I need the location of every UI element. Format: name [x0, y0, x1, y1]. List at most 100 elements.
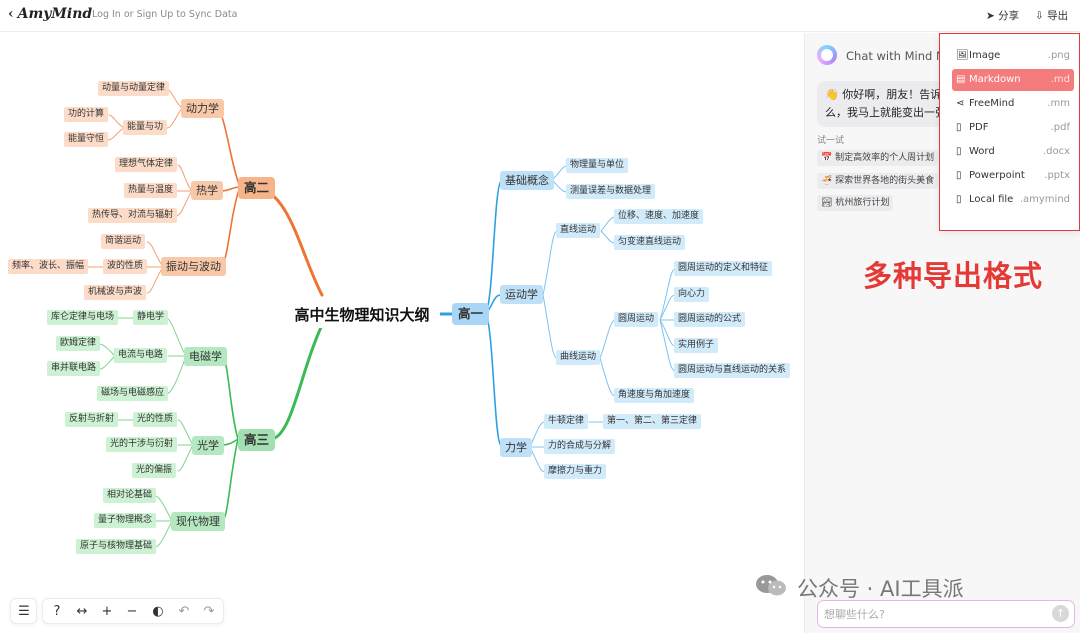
node-shiyong[interactable]: 实用例子 [674, 338, 719, 353]
login-link[interactable]: Log In or Sign Up to Sync Data [92, 9, 238, 20]
node-gaoer[interactable]: 高二 [238, 177, 276, 199]
node-reliang[interactable]: 热量与温度 [124, 183, 178, 198]
node-xiangxin[interactable]: 向心力 [674, 287, 710, 302]
suggestion-text: 探索世界各地的街头美食 [835, 176, 935, 186]
node-cichang[interactable]: 磁场与电磁感应 [97, 386, 169, 401]
node-dianliu[interactable]: 电流与电路 [114, 348, 168, 363]
chat-title: Chat with Mind Map [846, 49, 961, 63]
menu-label: Word [969, 146, 995, 157]
back-icon[interactable]: ‹ [8, 6, 14, 22]
node-quxian[interactable]: 曲线运动 [556, 350, 601, 365]
brand[interactable]: ‹AmyMind [8, 6, 92, 22]
node-yz-dingyi[interactable]: 圆周运动的定义和特征 [674, 261, 773, 276]
export-freemind[interactable]: ⋖ FreeMind .mm [952, 93, 1074, 115]
fit-icon[interactable]: ↔ [76, 604, 88, 619]
node-yundong[interactable]: 运动学 [500, 285, 543, 304]
node-chuanbing[interactable]: 串并联电路 [47, 361, 101, 376]
node-guang[interactable]: 光学 [192, 436, 224, 455]
export-word[interactable]: ▯ Word .docx [952, 141, 1074, 163]
menu-ext: .pdf [1050, 122, 1070, 133]
zoom-in-icon[interactable]: + [101, 604, 113, 619]
node-zhixian[interactable]: 直线运动 [556, 223, 601, 238]
node-gaosan[interactable]: 高三 [238, 429, 276, 451]
node-zhendong[interactable]: 振动与波动 [161, 257, 226, 276]
node-sanlv[interactable]: 第一、第二、第三定律 [603, 414, 702, 429]
node-wuliliang[interactable]: 物理量与单位 [566, 158, 629, 173]
node-rechuandao[interactable]: 热传导、对流与辐射 [88, 208, 178, 223]
node-yz-gongshi[interactable]: 圆周运动的公式 [674, 312, 746, 327]
node-dongli[interactable]: 动力学 [181, 99, 224, 118]
node-pinlv[interactable]: 频率、波长、振幅 [8, 259, 89, 274]
brand-name: AmyMind [17, 6, 93, 22]
node-pianzhen[interactable]: 光的偏振 [132, 463, 177, 478]
node-shengbo[interactable]: 机械波与声波 [84, 285, 147, 300]
send-icon: ➤ [986, 10, 995, 22]
landscape-icon: 🏞 [821, 198, 833, 208]
node-oumu[interactable]: 欧姆定律 [56, 336, 101, 351]
node-fanshe[interactable]: 反射与折射 [65, 412, 119, 427]
node-re[interactable]: 热学 [191, 181, 223, 200]
node-shouheng[interactable]: 能量守恒 [64, 132, 109, 147]
zoom-out-icon[interactable]: − [126, 604, 138, 619]
export-icon: ⇩ [1035, 10, 1044, 22]
node-jiaosudu[interactable]: 角速度与角加速度 [614, 388, 695, 403]
node-gong[interactable]: 功的计算 [64, 107, 109, 122]
mindmap-canvas[interactable]: 高中生物理知识大纲 高二 动力学 动量与动量定律 能量与功 功的计算 能量守恒 … [0, 33, 804, 633]
watermark: 公众号 · AI工具派 [797, 577, 964, 601]
suggestion-chip[interactable]: 🍜 探索世界各地的街头美食 [817, 173, 939, 189]
node-yuanzhou[interactable]: 圆周运动 [614, 312, 659, 327]
menu-label: Local file [969, 194, 1014, 205]
undo-icon[interactable]: ↶ [178, 604, 190, 619]
node-yunbian[interactable]: 匀变速直线运动 [614, 235, 686, 250]
node-bo[interactable]: 波的性质 [103, 259, 148, 274]
node-yz-guanxi[interactable]: 圆周运动与直线运动的关系 [674, 363, 791, 378]
send-arrow-icon[interactable]: ↑ [1052, 605, 1069, 622]
top-bar: ‹AmyMind Log In or Sign Up to Sync Data … [0, 0, 1080, 32]
export-powerpoint[interactable]: ▯ Powerpoint .pptx [952, 165, 1074, 187]
outline-icon[interactable]: ☰ [18, 604, 30, 619]
markdown-icon: ▤ [956, 74, 966, 85]
node-celiang[interactable]: 测量误差与数据处理 [566, 184, 656, 199]
node-jichu[interactable]: 基础概念 [500, 171, 554, 190]
node-mocali[interactable]: 摩擦力与重力 [544, 464, 607, 479]
node-niudun[interactable]: 牛顿定律 [544, 414, 589, 429]
node-jianxie[interactable]: 简谐运动 [101, 234, 146, 249]
node-qiti[interactable]: 理想气体定律 [115, 157, 178, 172]
node-lixue[interactable]: 力学 [500, 438, 532, 457]
menu-ext: .mm [1047, 98, 1070, 109]
node-xingzhi[interactable]: 光的性质 [133, 412, 178, 427]
node-hecheng[interactable]: 力的合成与分解 [544, 439, 616, 454]
export-button[interactable]: ⇩ 导出 [1035, 8, 1068, 23]
node-liangzi[interactable]: 量子物理概念 [94, 513, 157, 528]
outline-toolbar: ☰ [10, 598, 37, 624]
node-dianci[interactable]: 电磁学 [184, 347, 227, 366]
node-weiyi[interactable]: 位移、速度、加速度 [614, 209, 704, 224]
export-local-file[interactable]: ▯ Local file .amymind [952, 189, 1074, 211]
export-menu: 🖼 Image .png ▤ Markdown .md ⋖ FreeMind .… [939, 33, 1080, 231]
theme-icon[interactable]: ◐ [152, 604, 164, 619]
help-icon[interactable]: ? [53, 604, 61, 619]
node-ganshe[interactable]: 光的干涉与衍射 [106, 437, 178, 452]
node-gaoyi[interactable]: 高一 [452, 303, 490, 325]
export-markdown[interactable]: ▤ Markdown .md [952, 69, 1074, 91]
export-pdf[interactable]: ▯ PDF .pdf [952, 117, 1074, 139]
menu-ext: .pptx [1044, 170, 1070, 181]
node-kulun[interactable]: 库仑定律与电场 [47, 310, 119, 325]
suggestion-chip[interactable]: 🏞 杭州旅行计划 [817, 195, 894, 211]
node-xiandai[interactable]: 现代物理 [171, 512, 225, 531]
node-nengliang[interactable]: 能量与功 [123, 120, 168, 135]
root-node[interactable]: 高中生物理知识大纲 [284, 302, 440, 328]
share-button[interactable]: ➤ 分享 [986, 8, 1019, 23]
menu-label: Powerpoint [969, 170, 1025, 181]
node-jingdian[interactable]: 静电学 [133, 310, 169, 325]
chat-input[interactable] [824, 605, 1044, 623]
menu-ext: .docx [1042, 146, 1070, 157]
share-label: 分享 [998, 10, 1020, 22]
node-yuanzi[interactable]: 原子与核物理基础 [76, 539, 157, 554]
node-dongliang[interactable]: 动量与动量定律 [98, 81, 170, 96]
node-xiangdui[interactable]: 相对论基础 [103, 488, 157, 503]
redo-icon[interactable]: ↷ [203, 604, 215, 619]
export-image[interactable]: 🖼 Image .png [952, 45, 1074, 67]
local-file-icon: ▯ [956, 194, 962, 205]
suggestion-chip[interactable]: 📅 制定高效率的个人周计划 [817, 150, 939, 166]
